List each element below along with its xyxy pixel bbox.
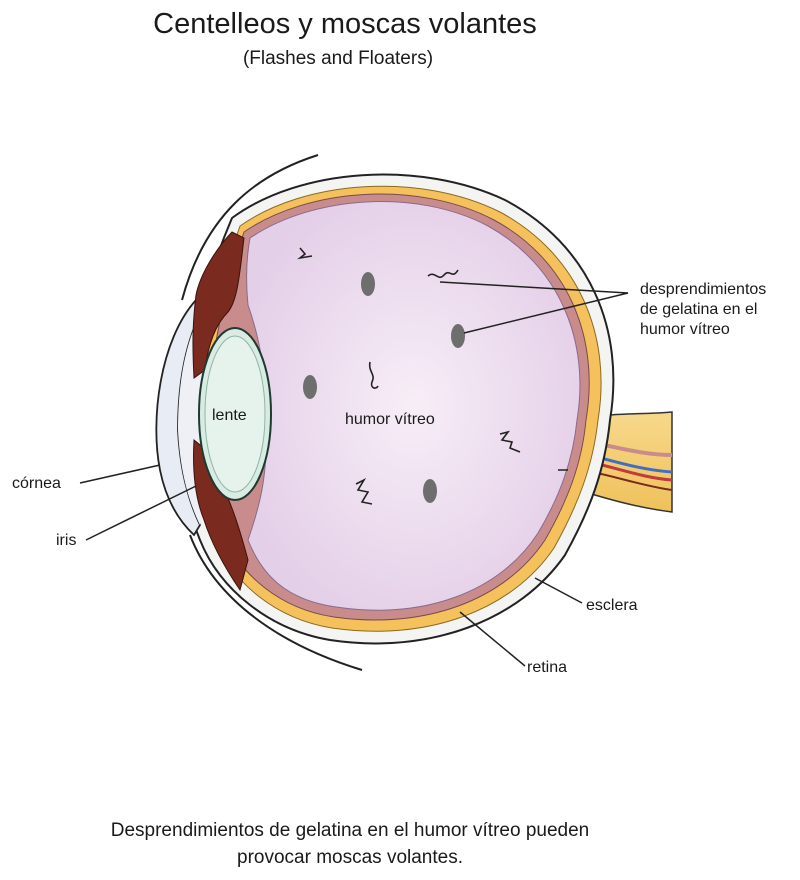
- caption-line-2: provocar moscas volantes.: [237, 847, 463, 868]
- floater-blob: [423, 479, 437, 503]
- diagram-caption: Desprendimientos de gelatina en el humor…: [0, 817, 700, 871]
- eyeball-layers: [182, 173, 615, 645]
- leader-iris: [85, 485, 197, 541]
- floater-strand: [499, 430, 521, 453]
- diagram-title: Centelleos y moscas volantes: [153, 8, 537, 40]
- lower-lid-line: [189, 534, 363, 671]
- floater-strand: [427, 269, 459, 279]
- label-sclera: esclera: [586, 597, 638, 614]
- floater-strand: [368, 361, 379, 389]
- caption-line-1: Desprendimientos de gelatina en el humor…: [110, 820, 590, 841]
- label-retina: retina: [527, 659, 567, 676]
- floater-blob: [451, 324, 465, 348]
- leader-sclera: [534, 577, 583, 604]
- label-iris: iris: [56, 532, 76, 549]
- lens-inner: [204, 335, 266, 493]
- floater-blob: [361, 272, 375, 296]
- label-floaters-line3: humor vítreo: [640, 321, 730, 338]
- label-floaters-line2: de gelatina en el: [640, 301, 757, 318]
- label-lens: lente: [212, 407, 247, 424]
- label-cornea: córnea: [12, 475, 61, 492]
- label-floaters-line1: desprendimientos: [640, 281, 766, 298]
- upper-lid-line: [181, 154, 319, 301]
- floater-strand: [355, 478, 373, 505]
- diagram-subtitle: (Flashes and Floaters): [242, 48, 434, 69]
- leader-cornea: [79, 464, 161, 484]
- label-vitreous: humor vítreo: [345, 411, 435, 428]
- leader-floaters-1: [439, 281, 629, 294]
- leader-floaters-2: [463, 292, 629, 334]
- floater-blob: [303, 375, 317, 399]
- floater-strand: [297, 247, 313, 260]
- iris-upper: [192, 231, 245, 379]
- leader-retina: [459, 611, 526, 667]
